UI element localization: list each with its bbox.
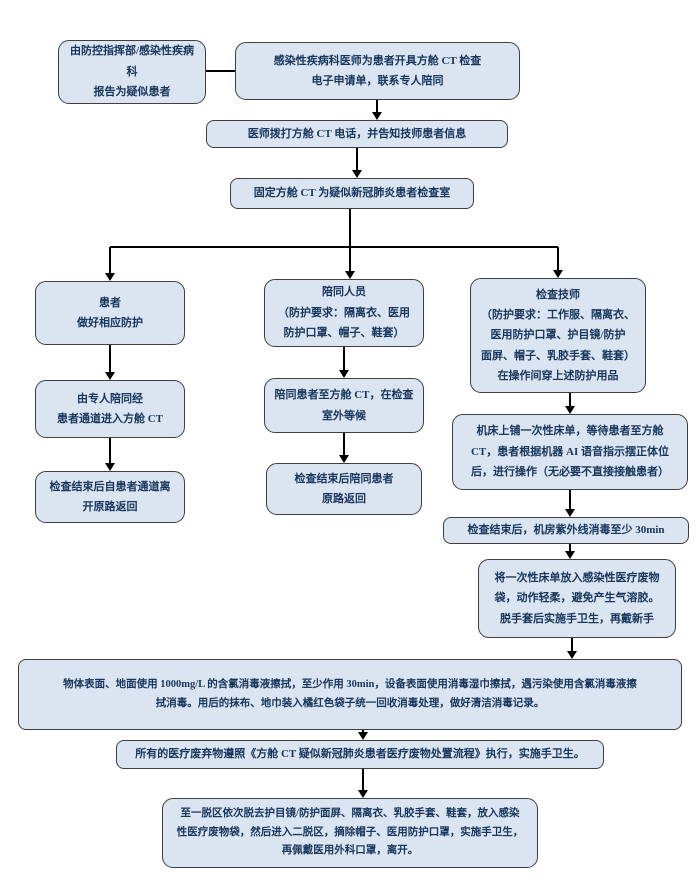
branch-bar-line [110, 246, 558, 248]
node-open-request: 感染性疾病科医师为患者开具方舱 CT 检查 电子申请单，联系专人陪同 [235, 42, 520, 100]
node-escort-return: 检查结束后陪同患者 原路返回 [266, 463, 422, 515]
arrow-technician-to-operate [565, 393, 575, 414]
arrow-sheet-to-surface [567, 638, 577, 659]
node-technician: 检查技师 （防护要求：工作服、隔离衣、 医用防护口罩、护目镜/防护 面屏、帽子、… [470, 278, 646, 393]
node-report-suspected: 由防控指挥部/感染性疾病科 报告为疑似患者 [58, 40, 206, 104]
node-escort: 陪同人员 （防护要求：隔离衣、医用 防护口罩、帽子、鞋套） [264, 279, 424, 347]
arrow-branch-technician [553, 247, 563, 278]
arrow-waste-to-doffing [358, 769, 368, 798]
arrow-order-to-call [372, 100, 382, 120]
connector-report-to-order [206, 70, 235, 72]
arrow-call-to-fixroom [352, 148, 362, 178]
node-escort-wait: 陪同患者至方舱 CT，在检查 室外等候 [264, 378, 424, 433]
arrow-wait-to-return [339, 433, 349, 463]
arrow-branch-patient [105, 247, 115, 281]
node-patient-enter: 由专人陪同经 患者通道进入方舱 CT [35, 380, 185, 438]
node-tech-operate: 机床上铺一次性床单，等待患者至方舱 CT，患者根据机器 AI 语音指示摆正体位 … [452, 414, 688, 490]
node-call-technician: 医师拨打方舱 CT 电话，并告知技师患者信息 [206, 120, 508, 148]
arrow-patient-to-enter [105, 345, 115, 380]
node-medical-waste: 所有的医疗废弃物遵照《方舱 CT 疑似新冠肺炎患者医疗废物处置流程》执行，实施手… [116, 740, 604, 769]
node-uv-disinfect: 检查结束后，机房紫外线消毒至少 30min [443, 517, 689, 544]
node-sheet-disposal: 将一次性床单放入感染性医疗废物 袋，动作轻柔，避免产生气溶胶。 脱手套后实施手卫… [478, 559, 676, 638]
arrow-escort-to-wait [339, 347, 349, 378]
node-doffing: 至一脱区依次脱去护目镜/防护面屏、隔离衣、乳胶手套、鞋套，放入感染 性医疗废物袋… [162, 798, 538, 868]
node-patient-return: 检查结束后自患者通道离 开原路返回 [35, 471, 185, 523]
node-patient: 患者 做好相应防护 [35, 281, 185, 345]
branch-stem-line [349, 209, 351, 247]
arrow-branch-escort [345, 247, 355, 279]
arrow-surface-to-waste [358, 730, 368, 740]
node-surface-disinfect: 物体表面、地面使用 1000mg/L 的含氯消毒液擦拭，至少作用 30min，设… [18, 659, 682, 730]
arrow-uv-to-sheet [565, 544, 575, 559]
node-fixed-ct-room: 固定方舱 CT 为疑似新冠肺炎患者检查室 [230, 178, 474, 209]
arrow-operate-to-uv [565, 490, 575, 517]
arrow-enter-to-return [105, 438, 115, 471]
